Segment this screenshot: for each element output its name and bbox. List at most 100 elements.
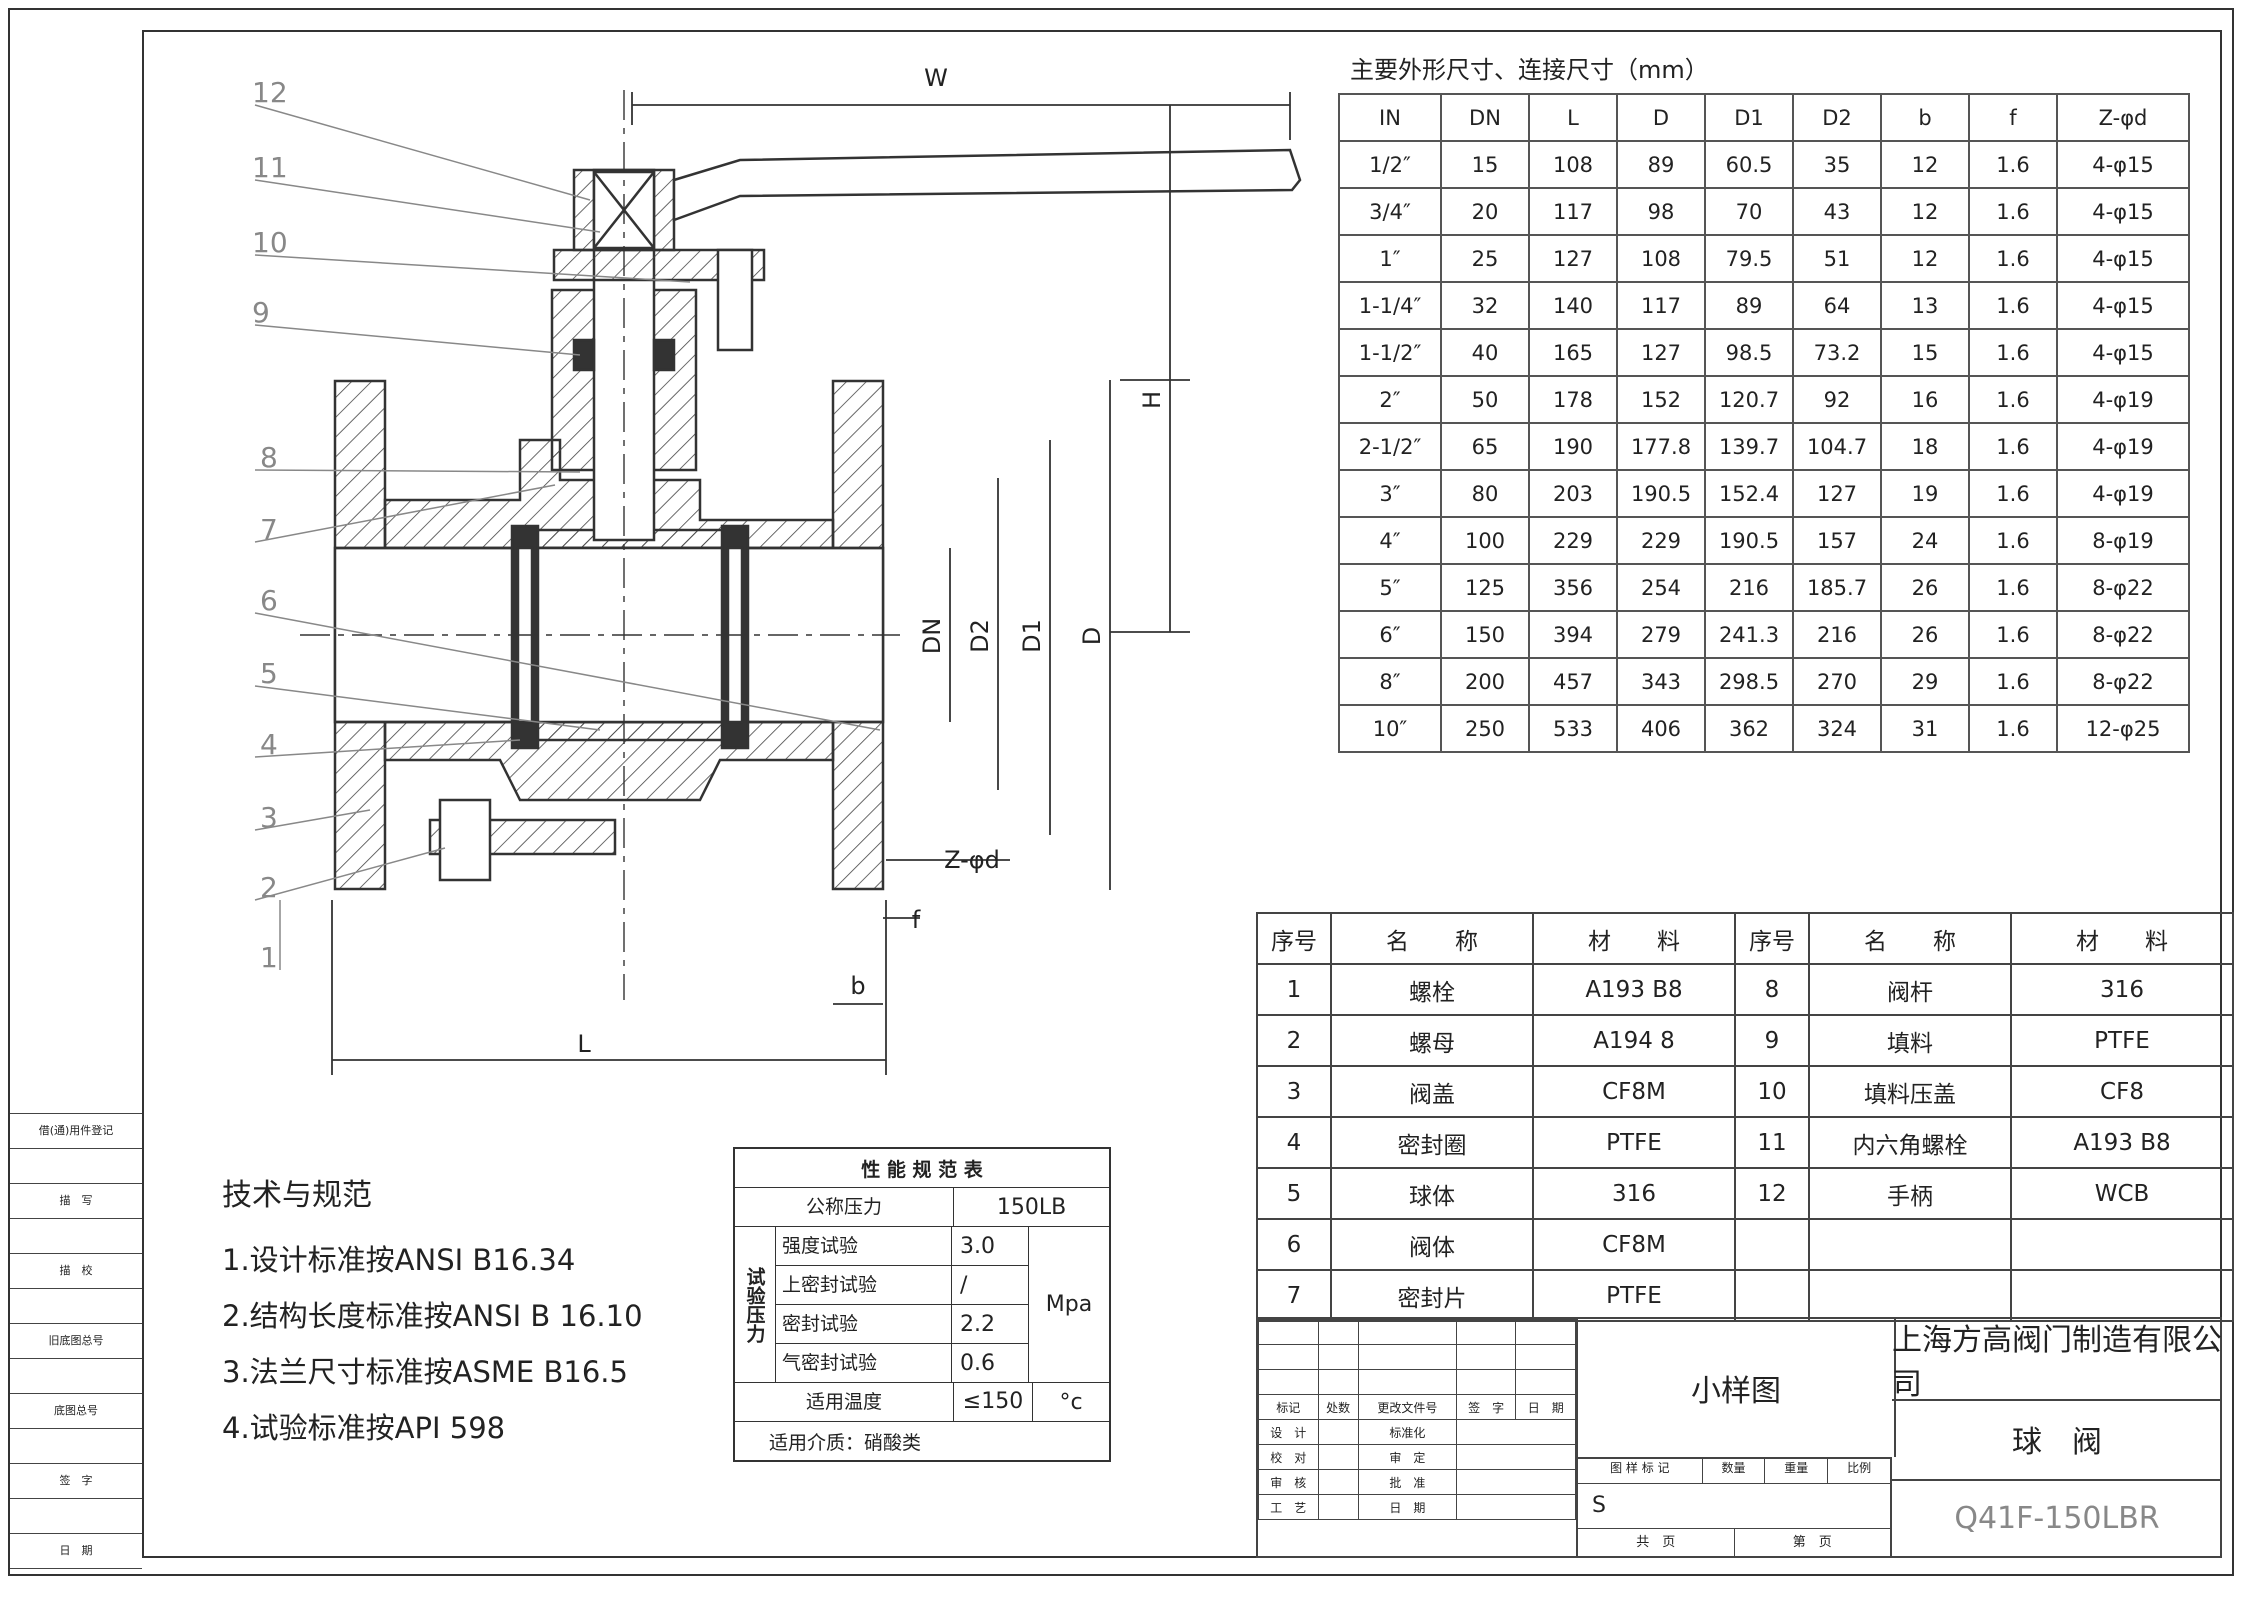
- bom-cell: A193 B8: [2010, 1116, 2234, 1169]
- sign-role: 标准化: [1357, 1419, 1457, 1445]
- bom-cell: A194 8: [1532, 1014, 1736, 1067]
- perf-pressure-label: 公称压力: [735, 1188, 954, 1226]
- sign-role: 日 期: [1357, 1494, 1457, 1520]
- dim-table-cell: 4-φ15: [2056, 328, 2190, 377]
- dim-table-cell: 1.6: [1968, 469, 2058, 518]
- dim-table-cell: 406: [1616, 704, 1706, 753]
- dim-table-cell: 362: [1704, 704, 1794, 753]
- part-no-9: 9: [252, 296, 270, 329]
- dim-table-cell: D1: [1704, 93, 1794, 142]
- dim-table-cell: 177.8: [1616, 422, 1706, 471]
- dim-table-cell: DN: [1440, 93, 1530, 142]
- dim-label-b: b: [850, 972, 865, 1000]
- perf-unit: Mpa: [1028, 1227, 1109, 1382]
- dim-table-cell: 203: [1528, 469, 1618, 518]
- rev-blank-row: [1258, 1369, 1576, 1395]
- sign-blank: [1455, 1494, 1577, 1520]
- dim-table-cell: IN: [1338, 93, 1442, 142]
- perf-test-name: 上密封试验: [776, 1266, 952, 1304]
- bom-cell: A193 B8: [1532, 963, 1736, 1016]
- bom-header-cell: 序号: [1734, 912, 1810, 965]
- dim-table-cell: 100: [1440, 516, 1530, 565]
- left-strip-blank: [10, 1148, 142, 1183]
- dim-table-cell: 92: [1792, 375, 1882, 424]
- dim-table-cell: 104.7: [1792, 422, 1882, 471]
- dim-table-cell: 29: [1880, 657, 1970, 706]
- left-strip-label: 描 写: [10, 1183, 142, 1218]
- dim-table-cell: 108: [1616, 234, 1706, 283]
- perf-pressure-value: 150LB: [996, 1194, 1067, 1220]
- body-nut: [438, 798, 492, 882]
- stage-headers: 图 样 标 记 数量 重量 比例: [1578, 1459, 1890, 1484]
- dim-table-cell: 250: [1440, 704, 1530, 753]
- dim-table-cell: 4-φ15: [2056, 234, 2190, 283]
- dim-table-cell: 1″: [1338, 234, 1442, 283]
- bom-cell: [2010, 1218, 2234, 1271]
- sign-row: 设 计标准化: [1258, 1419, 1577, 1445]
- left-strip-blank: [10, 1288, 142, 1323]
- rev-blank-row: [1258, 1344, 1576, 1370]
- bom-cell: PTFE: [1532, 1116, 1736, 1169]
- dim-table-cell: 1.6: [1968, 610, 2058, 659]
- dim-table-cell: 51: [1792, 234, 1882, 283]
- stage-header: 数量: [1703, 1459, 1766, 1483]
- sign-role: 审 核: [1258, 1469, 1319, 1495]
- dim-table-cell: 229: [1616, 516, 1706, 565]
- dim-label-l: L: [577, 1030, 591, 1058]
- note-item: 2.结构长度标准按ANSI B 16.10: [222, 1299, 643, 1333]
- dim-table-cell: 279: [1616, 610, 1706, 659]
- dim-table-cell: 32: [1440, 281, 1530, 330]
- stage-block: 图 样 标 记 数量 重量 比例 S 共 页 第 页: [1576, 1457, 1892, 1558]
- part-no-3: 3: [260, 801, 278, 834]
- bom-cell: 12: [1734, 1167, 1810, 1220]
- dim-table-cell: 1.6: [1968, 140, 2058, 189]
- dim-table-cell: 98.5: [1704, 328, 1794, 377]
- dim-label-d: D: [1078, 627, 1106, 645]
- dim-table-cell: 13: [1880, 281, 1970, 330]
- bom-cell: CF8M: [1532, 1065, 1736, 1118]
- dim-table-cell: 1.6: [1968, 234, 2058, 283]
- left-strip-label: 描 校: [10, 1253, 142, 1288]
- bom-cell: [1808, 1269, 2012, 1322]
- perf-temp-value: ≤150: [954, 1383, 1033, 1421]
- rev-blank-cell: [1317, 1369, 1359, 1395]
- dim-table-cell: 1.6: [1968, 281, 2058, 330]
- left-strip-label: 旧底图总号: [10, 1323, 142, 1358]
- left-strip-label: 签 字: [10, 1463, 142, 1498]
- dim-table-cell: 16: [1880, 375, 1970, 424]
- part-no-12: 12: [252, 76, 288, 109]
- dim-table-cell: 127: [1792, 469, 1882, 518]
- dim-table-cell: 356: [1528, 563, 1618, 612]
- left-strip-blank: [10, 1568, 142, 1603]
- perf-test-value: 2.2: [960, 1311, 995, 1337]
- part-no-2: 2: [260, 871, 278, 904]
- dim-table-cell: 8-φ22: [2056, 563, 2190, 612]
- dim-table-cell: 157: [1792, 516, 1882, 565]
- dim-table-cell: 6″: [1338, 610, 1442, 659]
- dim-table-cell: 26: [1880, 610, 1970, 659]
- rev-header-cell: 更改文件号: [1357, 1394, 1457, 1420]
- note-item: 1.设计标准按ANSI B16.34: [222, 1243, 576, 1277]
- dim-label-zd: Z-φd: [944, 846, 1000, 874]
- bom-cell: 内六角螺栓: [1808, 1116, 2012, 1169]
- perf-test-row: 上密封试验/: [776, 1265, 1028, 1304]
- dim-table-cell: 80: [1440, 469, 1530, 518]
- bom-header-cell: 序号: [1256, 912, 1332, 965]
- dim-table-cell: 4-φ15: [2056, 281, 2190, 330]
- dim-table-cell: 533: [1528, 704, 1618, 753]
- sheet-info: 共 页 第 页: [1578, 1529, 1890, 1557]
- dim-table-cell: 89: [1704, 281, 1794, 330]
- sign-blank: [1317, 1419, 1359, 1445]
- dim-table-cell: 12: [1880, 140, 1970, 189]
- dim-table-cell: 2″: [1338, 375, 1442, 424]
- dim-table-cell: 4-φ15: [2056, 187, 2190, 236]
- dim-table-cell: 394: [1528, 610, 1618, 659]
